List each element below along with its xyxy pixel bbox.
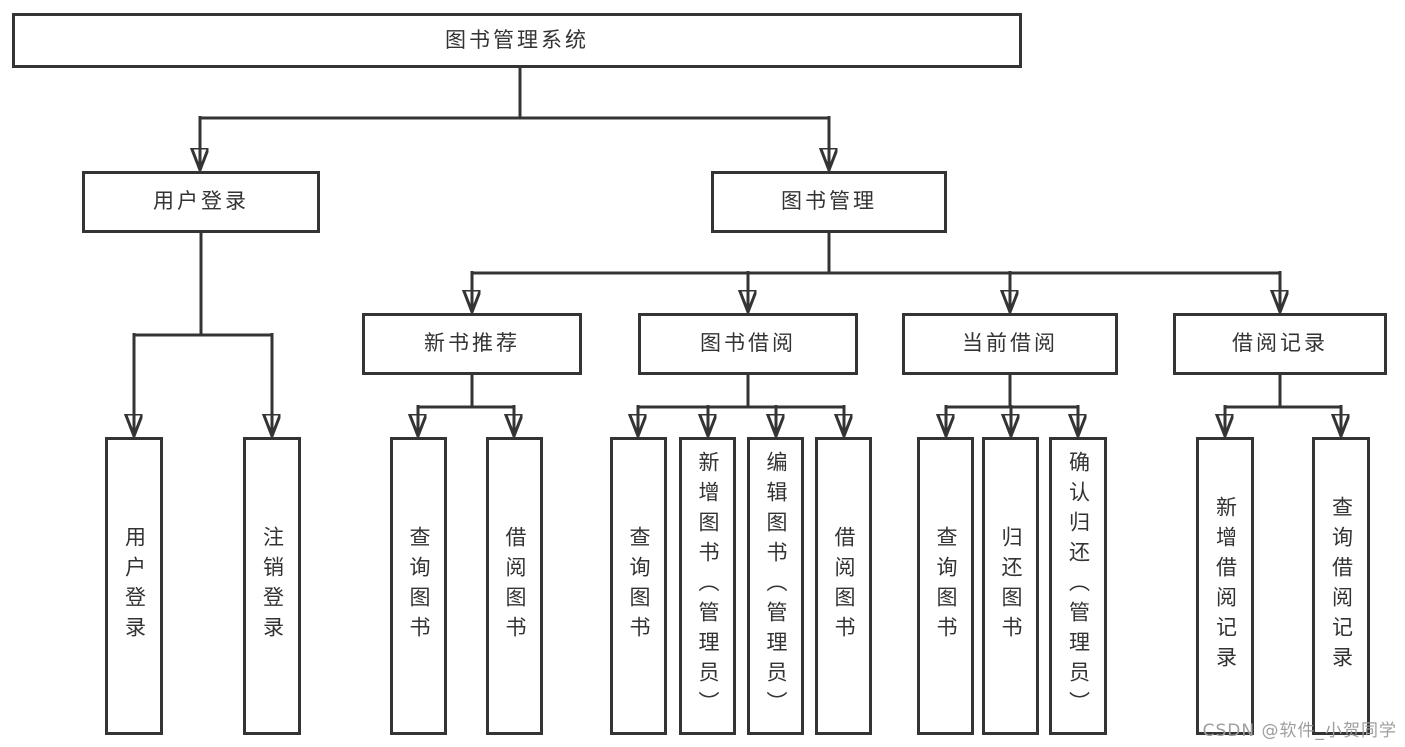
leaf-user-login: 用户登录	[105, 437, 163, 735]
leaf-label: 借阅图书	[832, 526, 857, 646]
leaf-label: 新增图书（管理员）	[696, 451, 721, 721]
connectors-book-management	[472, 233, 1280, 312]
leaf-current-query-books: 查询图书	[917, 437, 974, 735]
node-book-borrowing: 图书借阅	[638, 313, 858, 375]
leaf-label: 查询借阅记录	[1329, 496, 1354, 676]
leaf-borrowing-add-books-admin: 新增图书（管理员）	[679, 437, 736, 735]
leaf-logout: 注销登录	[243, 437, 301, 735]
leaf-label: 查询图书	[934, 526, 959, 646]
node-root: 图书管理系统	[12, 13, 1022, 68]
leaf-label: 编辑图书（管理员）	[764, 451, 789, 721]
leaf-records-query-record: 查询借阅记录	[1312, 437, 1370, 735]
node-new-book-recommend: 新书推荐	[362, 313, 582, 375]
node-book-management: 图书管理	[711, 171, 947, 233]
leaf-current-return-books: 归还图书	[982, 437, 1039, 735]
leaf-label: 注销登录	[260, 526, 285, 646]
leaf-label: 查询图书	[407, 526, 432, 646]
connectors-new-book-recommend	[418, 375, 514, 436]
leaf-label: 用户登录	[122, 526, 147, 646]
leaf-borrowing-edit-books-admin: 编辑图书（管理员）	[747, 437, 804, 735]
connectors-book-borrowing	[638, 375, 844, 436]
node-user-login: 用户登录	[82, 171, 320, 233]
leaf-recommend-borrow-books: 借阅图书	[486, 437, 543, 735]
watermark: CSDN @软件_小贺同学	[1202, 721, 1397, 741]
leaf-label: 归还图书	[999, 526, 1024, 646]
leaf-label: 借阅图书	[503, 526, 528, 646]
leaf-borrowing-query-books: 查询图书	[610, 437, 667, 735]
node-current-borrowing: 当前借阅	[902, 313, 1118, 375]
leaf-recommend-query-books: 查询图书	[390, 437, 447, 735]
leaf-label: 查询图书	[627, 526, 652, 646]
node-borrowing-records: 借阅记录	[1173, 313, 1387, 375]
leaf-records-add-record: 新增借阅记录	[1196, 437, 1254, 735]
leaf-label: 新增借阅记录	[1213, 496, 1238, 676]
leaf-current-confirm-return-admin: 确认归还（管理员）	[1049, 437, 1107, 735]
connectors-current-borrowing	[946, 375, 1078, 436]
leaf-label: 确认归还（管理员）	[1066, 451, 1091, 721]
connectors-root	[200, 68, 829, 170]
connectors-borrowing-records	[1225, 375, 1341, 436]
leaf-borrowing-borrow-books: 借阅图书	[815, 437, 872, 735]
connectors-user-login	[134, 233, 272, 436]
